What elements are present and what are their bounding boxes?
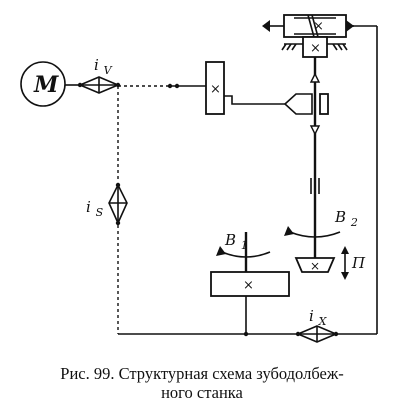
- feed-gear-label: i S: [86, 198, 104, 219]
- cam: [283, 93, 313, 115]
- feed-gear-unit: [108, 182, 128, 226]
- speed-gear-label: i V: [94, 56, 113, 77]
- worktable-cross: ×: [243, 278, 254, 293]
- shaper-cutter: [294, 257, 336, 273]
- speed-gear-unit: [77, 76, 121, 94]
- top-carriage: ×: [262, 14, 354, 38]
- caption-line-1: Рис. 99. Структурная схема зубодолбеж-: [60, 364, 344, 383]
- svg-text:×: ×: [310, 41, 321, 56]
- p-arrow-down: [341, 272, 349, 280]
- worktable: [210, 271, 290, 297]
- svg-text:×: ×: [313, 19, 324, 34]
- index-gear-unit: [295, 325, 339, 343]
- distributor-cross: ×: [210, 82, 221, 97]
- distributor-block: [205, 61, 225, 115]
- cam-shaft: [224, 95, 285, 105]
- b1-rotation-arc: [221, 251, 271, 258]
- figure-caption: Рис. 99. Структурная схема зубодолбеж- н…: [12, 364, 392, 402]
- caption-line-2: ного станка: [161, 383, 243, 402]
- cam-follower: [319, 93, 329, 115]
- p-label: П: [351, 254, 366, 272]
- cutter-cross: ×: [310, 259, 320, 273]
- b2-arrowhead: [284, 226, 294, 236]
- p-arrow-up: [341, 246, 349, 254]
- motor: M: [20, 61, 66, 107]
- b2-label: B 2: [334, 208, 358, 229]
- b2-rotation-arc: [289, 231, 341, 238]
- motor-label: M: [33, 72, 59, 98]
- spindle-housing: ×: [281, 36, 348, 58]
- index-gear-label: i X: [309, 307, 328, 328]
- spindle-up-marker: [309, 72, 321, 83]
- spindle-down-marker: [309, 125, 321, 136]
- b1-label: B 1: [224, 231, 248, 252]
- b1-arrowhead: [216, 246, 226, 256]
